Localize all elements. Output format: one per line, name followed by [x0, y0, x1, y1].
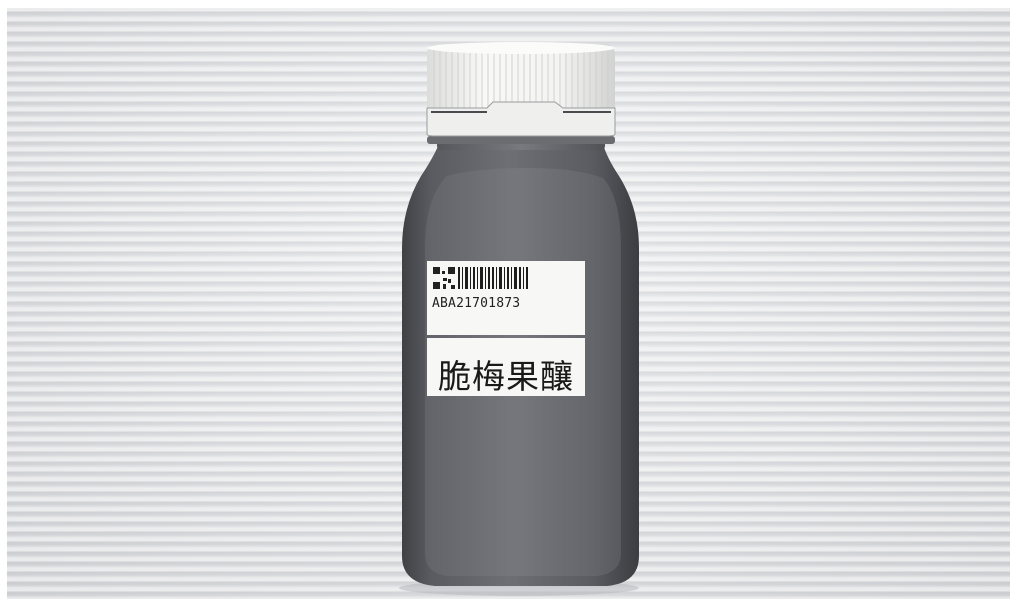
- bottle-cap-top: [427, 42, 615, 54]
- label-product-name: 脆梅果釀: [438, 357, 574, 396]
- barcode-icon: [458, 267, 528, 289]
- bottle-neck-ring: [427, 136, 615, 144]
- qr-code-icon: [433, 267, 455, 289]
- photo-scene: [399, 42, 639, 596]
- label-code: ABA21701873: [432, 296, 521, 311]
- photo-frame: ABA21701873 脆梅果釀: [7, 8, 1010, 599]
- bottle-cap-ribs: [429, 48, 613, 110]
- name-label: [427, 338, 585, 396]
- bottle-cap-seal-band: [426, 101, 616, 137]
